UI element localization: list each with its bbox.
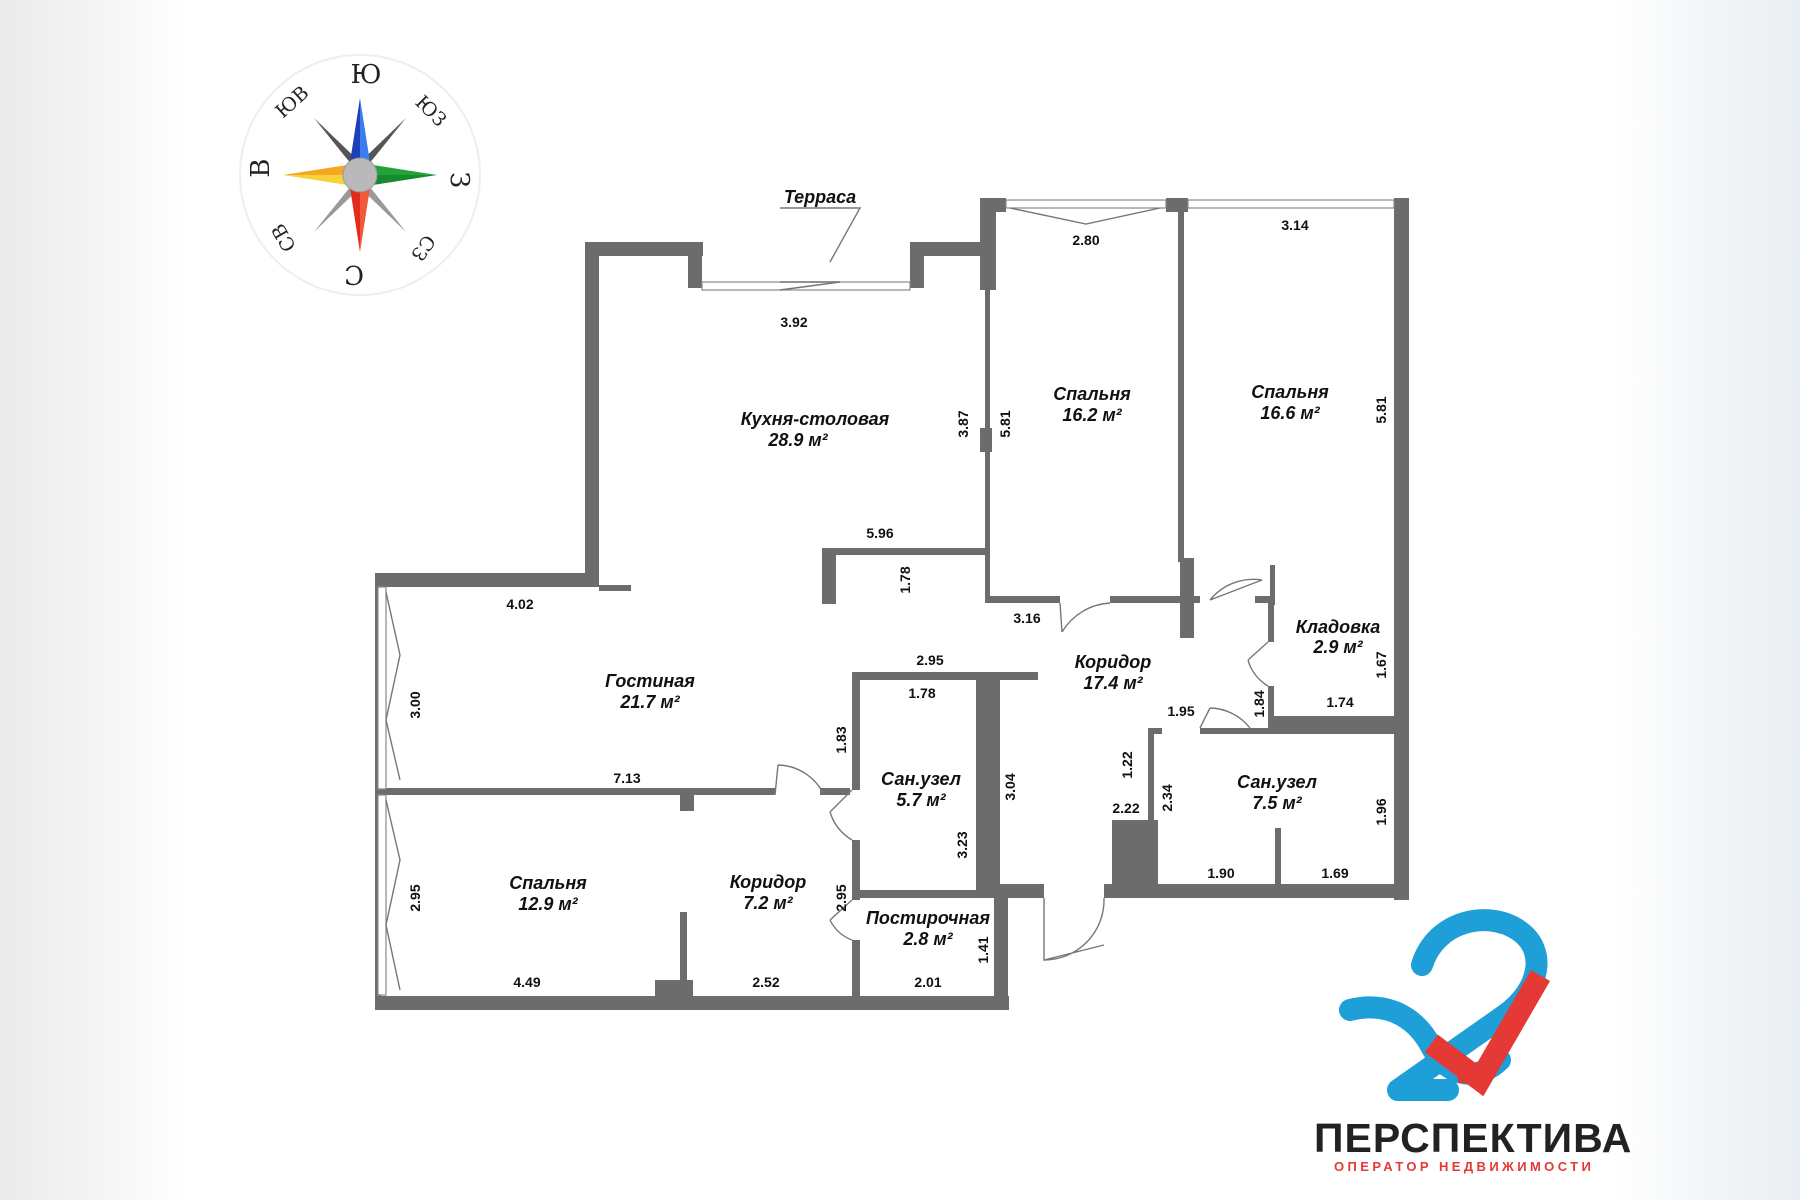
corridor2-name: Коридор xyxy=(730,872,806,892)
dim-entrance: 2.22 xyxy=(1112,800,1139,816)
dim-kitchen-notch: 1.78 xyxy=(897,566,913,593)
dim-bedroom1-top: 2.80 xyxy=(1072,232,1099,248)
terrace-label: Терраса xyxy=(784,187,856,207)
bath1-name: Сан.узел xyxy=(881,769,961,789)
compass-label-s: Ю xyxy=(350,60,381,90)
kitchen-area: 28.9 м² xyxy=(767,430,828,450)
dim-corridor2-bottom: 2.52 xyxy=(752,974,779,990)
dim-living-top: 4.02 xyxy=(506,596,533,612)
dim-bedroom3-bottom: 4.49 xyxy=(513,974,540,990)
storage-area: 2.9 м² xyxy=(1312,637,1363,657)
laundry-area: 2.8 м² xyxy=(902,929,953,949)
storage-door xyxy=(1247,641,1269,687)
dim-storage-bottom: 1.74 xyxy=(1326,694,1353,710)
dim-bedroom1-bottom: 3.16 xyxy=(1013,610,1040,626)
logo-21-icon xyxy=(1339,909,1551,1101)
bedroom2-area: 16.6 м² xyxy=(1260,403,1320,423)
dim-laundry-east: 1.41 xyxy=(975,936,991,963)
entrance-door xyxy=(1043,897,1105,961)
dim-kitchen-east: 3.87 xyxy=(955,410,971,437)
dim-kitchen-bottom: 5.96 xyxy=(866,525,893,541)
compass: Ю ЮЗ З СЗ С СВ В ЮВ xyxy=(239,54,481,296)
dim-corridor1-west: 3.04 xyxy=(1002,773,1018,800)
corridor1-name: Коридор xyxy=(1075,652,1151,672)
bedroom3-area: 12.9 м² xyxy=(518,894,578,914)
dim-bath1-east: 3.23 xyxy=(954,831,970,858)
bedroom2-door xyxy=(1209,578,1263,601)
bedroom1-area: 16.2 м² xyxy=(1062,405,1122,425)
compass-rose-icon xyxy=(283,98,437,252)
storage-name: Кладовка xyxy=(1296,617,1381,637)
dim-corridor1-step: 1.22 xyxy=(1119,751,1135,778)
brand-name: ПЕРСПЕКТИВА xyxy=(1314,1115,1632,1161)
company-logo: ПЕРСПЕКТИВА ОПЕРАТОР НЕДВИЖИМОСТИ xyxy=(1314,909,1632,1174)
bath1-door xyxy=(829,789,853,841)
dim-bath1-top-outer: 2.95 xyxy=(916,652,943,668)
bath2-name: Сан.узел xyxy=(1237,772,1317,792)
dim-storage-east: 1.67 xyxy=(1373,651,1389,678)
laundry-door xyxy=(829,899,853,941)
bedroom3-name: Спальня xyxy=(509,873,587,893)
dimension-labels: 3.92 2.80 3.14 3.87 5.81 5.81 5.96 1.78 … xyxy=(407,217,1389,990)
bedroom3-window xyxy=(377,794,387,996)
compass-label-e: В xyxy=(246,158,276,177)
dim-corridor2-east: 2.95 xyxy=(833,884,849,911)
dim-living-east: 1.83 xyxy=(833,726,849,753)
bath2-door xyxy=(1199,707,1251,729)
dim-laundry-bottom: 2.01 xyxy=(914,974,941,990)
living-window xyxy=(377,586,387,790)
dim-bath2-west: 2.34 xyxy=(1159,784,1175,811)
bedroom2-window xyxy=(1187,199,1395,209)
bedroom1-door xyxy=(1059,602,1111,633)
walls xyxy=(375,198,1409,1010)
terrace-leader xyxy=(780,207,862,263)
bedroom2-name: Спальня xyxy=(1251,382,1329,402)
dim-bath2-east: 1.96 xyxy=(1373,798,1389,825)
living-door xyxy=(774,764,825,796)
dim-bedroom2-top: 3.14 xyxy=(1281,217,1308,233)
dim-bath2-bottom-right: 1.69 xyxy=(1321,865,1348,881)
dim-corridor1-mid: 1.95 xyxy=(1167,703,1194,719)
dim-storage-door: 1.84 xyxy=(1251,690,1267,717)
dim-bath2-bottom-left: 1.90 xyxy=(1207,865,1234,881)
corridor2-area: 7.2 м² xyxy=(743,893,793,913)
right-side-backdrop xyxy=(1616,0,1800,1200)
living-area: 21.7 м² xyxy=(619,692,680,712)
bedroom1-window xyxy=(1005,199,1167,209)
compass-label-n: С xyxy=(344,259,364,289)
dim-bedroom1-west: 5.81 xyxy=(997,410,1013,437)
dim-bath1-top: 1.78 xyxy=(908,685,935,701)
left-side-backdrop xyxy=(0,0,184,1200)
kitchen-name: Кухня-столовая xyxy=(741,409,890,429)
corridor1-area: 17.4 м² xyxy=(1083,673,1143,693)
bath2-area: 7.5 м² xyxy=(1252,793,1302,813)
bath1-area: 5.7 м² xyxy=(896,790,946,810)
living-name: Гостиная xyxy=(605,671,695,691)
brand-tagline: ОПЕРАТОР НЕДВИЖИМОСТИ xyxy=(1334,1159,1594,1174)
dim-living-bottom: 7.13 xyxy=(613,770,640,786)
doors xyxy=(774,578,1269,961)
dim-kitchen-top: 3.92 xyxy=(780,314,807,330)
dim-bedroom2-east: 5.81 xyxy=(1373,396,1389,423)
laundry-name: Постирочная xyxy=(866,908,990,928)
dim-bedroom3-west: 2.95 xyxy=(407,884,423,911)
bedroom1-name: Спальня xyxy=(1053,384,1131,404)
compass-label-w: З xyxy=(444,172,474,188)
windows xyxy=(377,199,1395,996)
room-labels: Кухня-столовая 28.9 м² Спальня 16.2 м² С… xyxy=(509,382,1380,949)
dim-living-west: 3.00 xyxy=(407,691,423,718)
